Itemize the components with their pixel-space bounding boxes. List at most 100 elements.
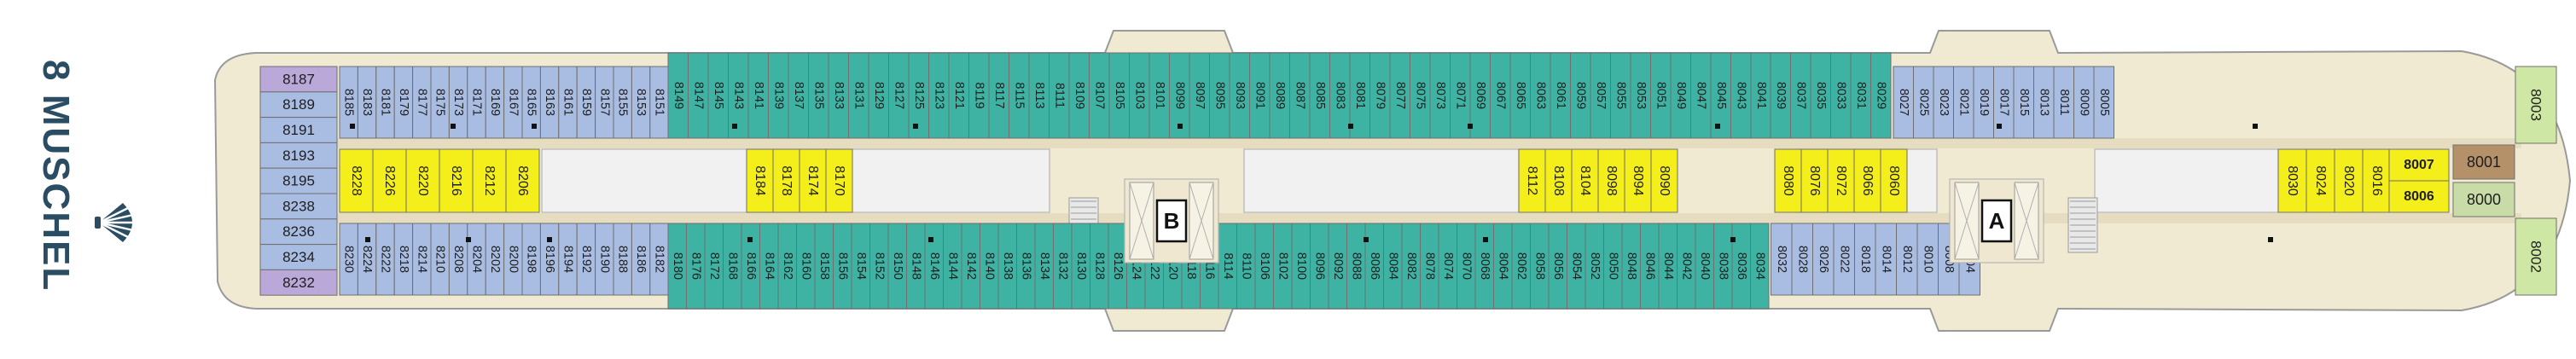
cabin-marker	[928, 237, 933, 242]
cabin-box	[1624, 148, 1652, 213]
cabin-number: 8096	[1312, 252, 1326, 280]
cabin-number: 8220	[416, 165, 430, 196]
cabin-8051: 8051	[1650, 52, 1672, 139]
cabin-8232: 8232	[259, 269, 338, 296]
cabin-8210: 8210	[430, 223, 450, 296]
cabin-number: 8149	[672, 82, 685, 109]
cabin-8164: 8164	[759, 223, 779, 310]
cabin-8104: 8104	[1571, 148, 1599, 213]
cabin-8060: 8060	[1880, 148, 1908, 213]
cabin-8114: 8114	[1218, 223, 1237, 310]
cabin-number: 8134	[1038, 252, 1051, 280]
cabin-8071: 8071	[1450, 52, 1471, 139]
cabin-8106: 8106	[1254, 223, 1274, 310]
cabin-number: 8182	[653, 246, 666, 273]
cabin-8192: 8192	[576, 223, 596, 296]
cabin-8154: 8154	[851, 223, 870, 310]
cabin-number: 8178	[779, 165, 794, 196]
cabin-8193: 8193	[259, 142, 338, 169]
cabin-8177: 8177	[412, 66, 432, 139]
cabin-8098: 8098	[1597, 148, 1625, 213]
cabin-number: 8020	[2341, 165, 2356, 196]
cabin-8040: 8040	[1695, 223, 1714, 310]
cabin-box	[1571, 148, 1599, 213]
cabin-number: 8071	[1453, 82, 1467, 109]
cabin-8111: 8111	[1049, 52, 1070, 139]
cabin-number: 8103	[1132, 82, 1146, 109]
cabin-number: 8001	[2467, 153, 2501, 171]
cabin-number: 8167	[506, 89, 520, 116]
cabin-8181: 8181	[375, 66, 395, 139]
cabin-box	[1875, 223, 1897, 296]
cabin-8208: 8208	[448, 223, 468, 296]
cabin-number: 8037	[1794, 82, 1807, 109]
cabin-number: 8025	[1916, 89, 1930, 116]
cabin-number: 8117	[992, 82, 1006, 108]
cabin-8082: 8082	[1401, 223, 1421, 310]
cabin-8128: 8128	[1090, 223, 1109, 310]
cabin-marker	[365, 237, 370, 242]
cabin-number: 8155	[616, 89, 630, 116]
cabin-8216: 8216	[439, 148, 474, 213]
cabin-8035: 8035	[1810, 52, 1831, 139]
cabin-marker	[1715, 124, 1720, 129]
shell-icon	[95, 203, 135, 242]
cabin-8048: 8048	[1621, 223, 1641, 310]
cabin-8167: 8167	[503, 66, 523, 139]
cabin-8084: 8084	[1383, 223, 1403, 310]
cabin-number: 8160	[799, 252, 812, 280]
cabin-number: 8034	[1753, 252, 1766, 280]
cabin-8022: 8022	[1833, 223, 1855, 296]
cabin-box	[259, 218, 338, 246]
cabin-8187: 8187	[259, 66, 338, 93]
cabin-box	[1791, 223, 1813, 296]
cabin-8180: 8180	[667, 223, 687, 310]
cabin-8140: 8140	[980, 223, 999, 310]
cabin-number: 8140	[982, 252, 996, 280]
cabin-number: 8090	[1657, 165, 1672, 196]
cabin-number: 8083	[1333, 82, 1346, 109]
cabin-number: 8055	[1614, 82, 1627, 109]
cabin-8064: 8064	[1493, 223, 1513, 310]
cabin-8145: 8145	[707, 52, 729, 139]
cabin-8179: 8179	[393, 66, 414, 139]
cabin-number: 8091	[1253, 82, 1266, 109]
cabin-8228: 8228	[339, 148, 374, 213]
cabin-8158: 8158	[814, 223, 834, 310]
cabin-number: 8040	[1698, 252, 1712, 280]
cabin-number: 8005	[2097, 89, 2111, 116]
cabin-number: 8176	[689, 252, 702, 280]
cabin-number: 8110	[1239, 252, 1253, 279]
cabin-8196: 8196	[539, 223, 560, 296]
cabin-number: 8151	[653, 89, 666, 116]
cabin-8130: 8130	[1071, 223, 1090, 310]
cabin-8037: 8037	[1790, 52, 1811, 139]
cabin-box	[1597, 148, 1625, 213]
cabin-number: 8166	[744, 252, 758, 280]
cabin-8133: 8133	[828, 52, 849, 139]
cabin-number: 8031	[1854, 82, 1868, 109]
cabin-number: 8226	[382, 165, 397, 196]
cabin-8042: 8042	[1677, 223, 1696, 310]
cabin-number: 8232	[282, 275, 315, 291]
cabin-box	[2388, 148, 2450, 182]
cabin-number: 8212	[482, 165, 497, 196]
cabin-8142: 8142	[961, 223, 980, 310]
cabin-number: 8044	[1661, 252, 1675, 280]
cabin-number: 8206	[515, 165, 530, 196]
cabin-8079: 8079	[1369, 52, 1391, 139]
cabin-number: 8009	[2077, 89, 2090, 116]
cabin-8166: 8166	[741, 223, 760, 310]
elevator-label: A	[1989, 208, 2005, 234]
cabin-number: 8168	[725, 252, 739, 280]
cabin-8149: 8149	[667, 52, 689, 139]
cabin-8160: 8160	[796, 223, 816, 310]
cabin-number: 8073	[1433, 82, 1447, 109]
cabin-number: 8115	[1012, 82, 1026, 108]
cabin-8020: 8020	[2334, 148, 2364, 213]
cabin-8013: 8013	[2033, 66, 2055, 139]
cabin-8028: 8028	[1791, 223, 1813, 296]
cabin-8080: 8080	[1774, 148, 1802, 213]
cabin-number: 8194	[561, 246, 575, 273]
cabin-marker	[1730, 237, 1736, 242]
